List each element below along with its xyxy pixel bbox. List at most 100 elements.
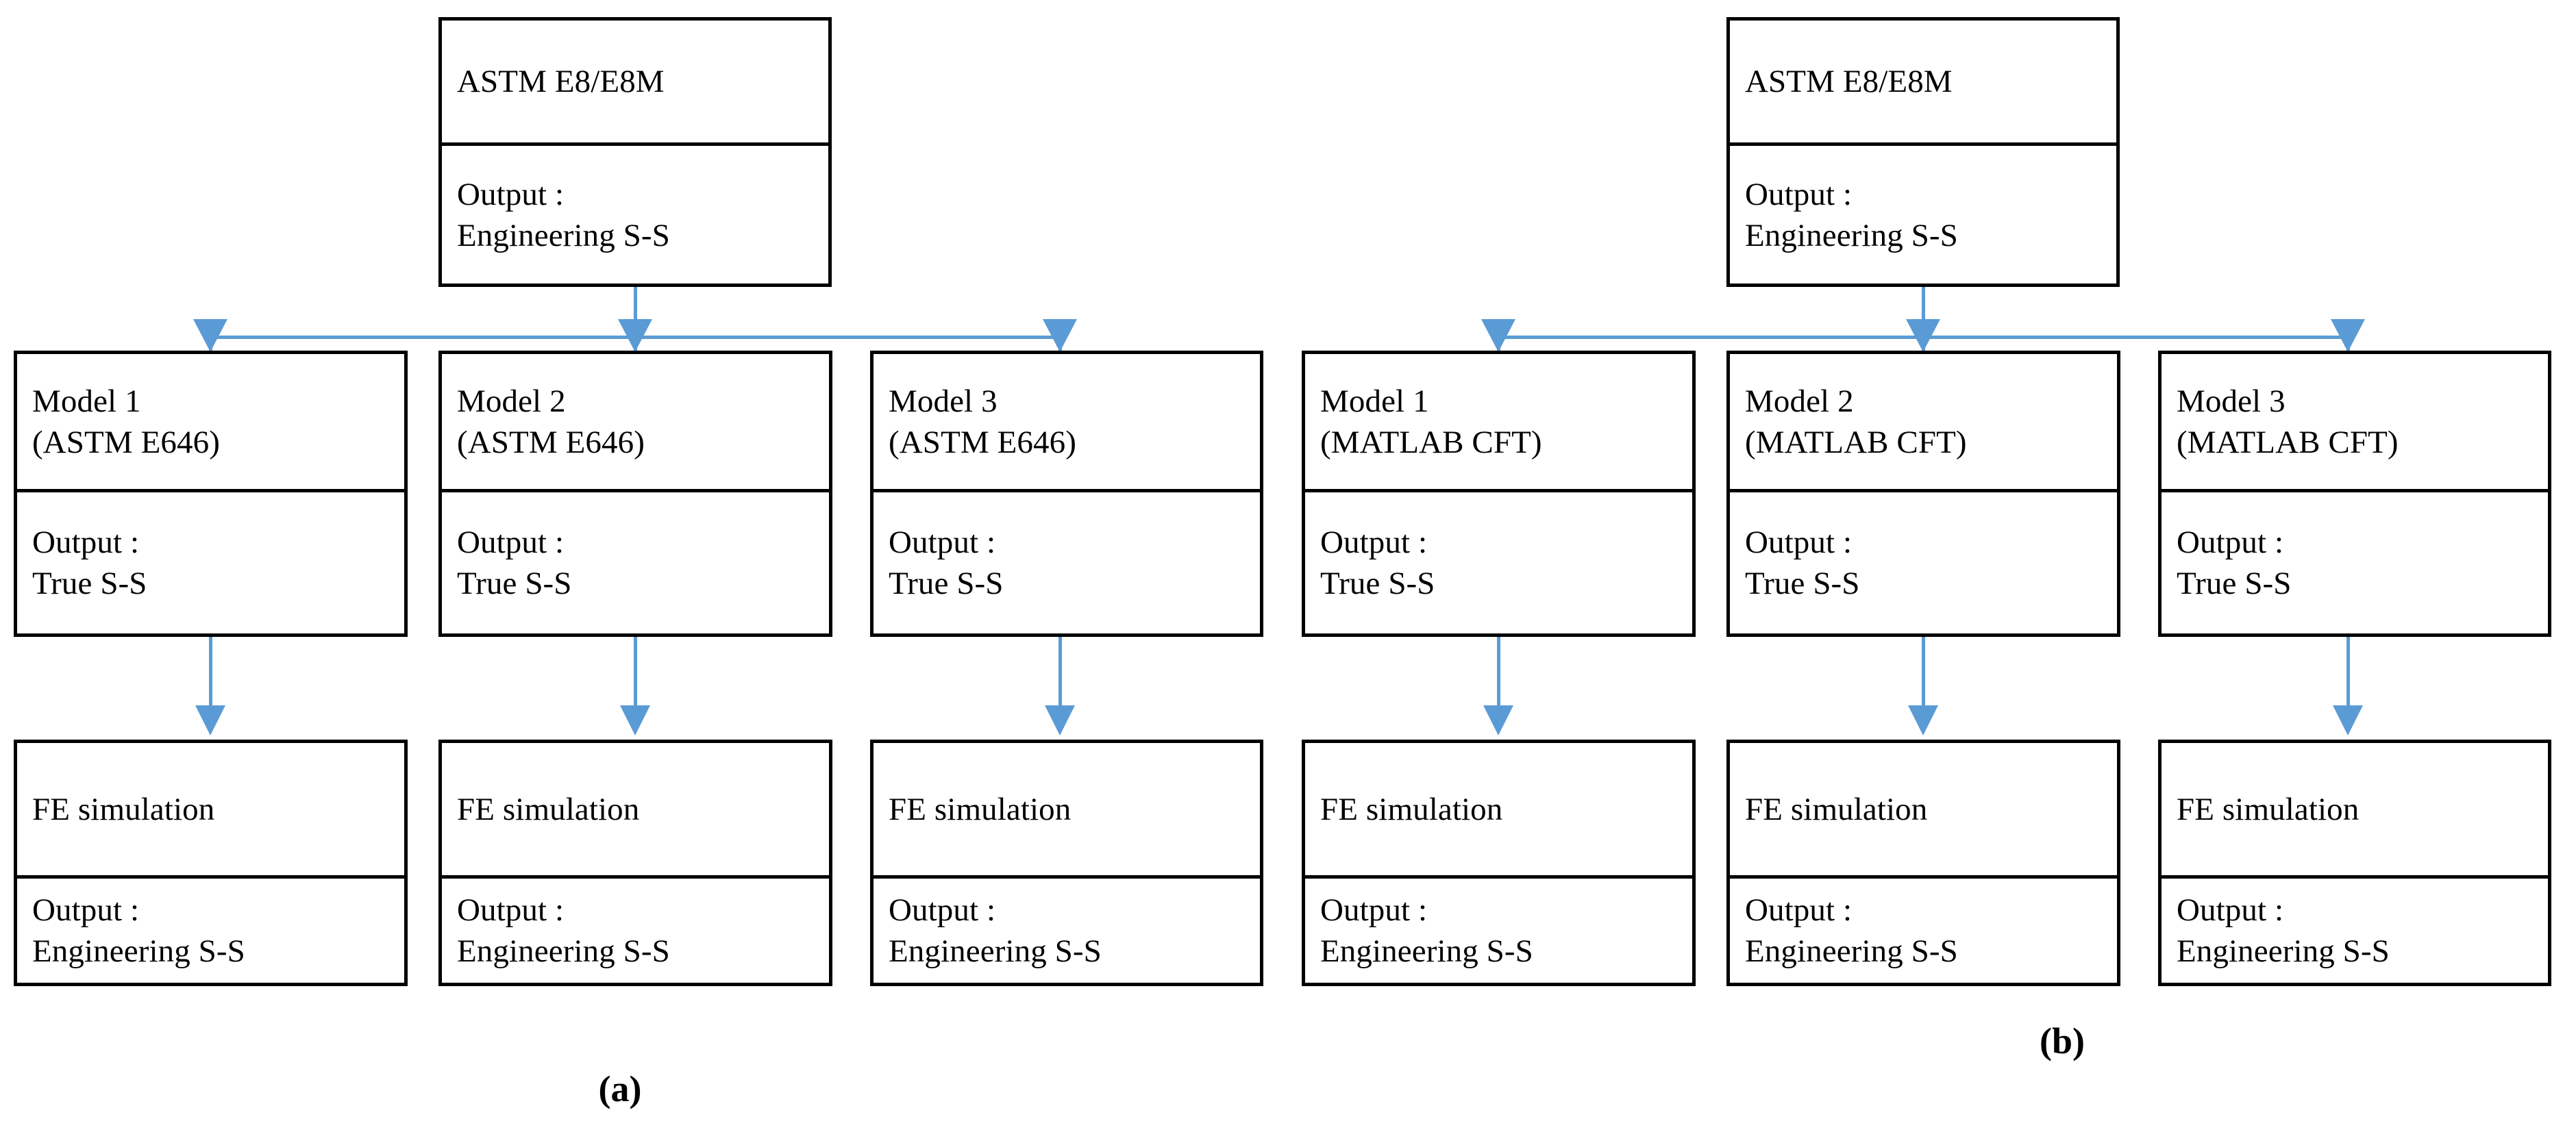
model-node-b-3-method: (MATLAB CFT) xyxy=(2177,424,2399,460)
model-node-a-2-body: Output : True S-S xyxy=(442,492,829,633)
source-node-b-head: ASTM E8/E8M xyxy=(1730,21,2116,146)
model-node-b-2-output-label: Output : xyxy=(1745,525,1853,560)
fe-node-b-1-output-label: Output : xyxy=(1320,892,1428,928)
fe-node-a-1: FE simulation Output : Engineering S-S xyxy=(14,740,408,986)
model-node-a-2-output-label: Output : xyxy=(457,525,565,560)
model-node-b-2-title: Model 2 xyxy=(1745,381,2102,422)
model-node-a-1-head: Model 1 (ASTM E646) xyxy=(17,354,404,492)
model-node-b-2-method: (MATLAB CFT) xyxy=(1745,424,1967,460)
flow-arrow-a-3-head xyxy=(1045,705,1075,735)
model-node-b-2-output-value: True S-S xyxy=(1745,566,1860,601)
flow-arrow-b-1-line xyxy=(1497,637,1500,714)
model-node-a-3-title: Model 3 xyxy=(889,381,1245,422)
model-node-b-1-index: 1 xyxy=(1413,383,1429,419)
flow-arrow-a-2-head xyxy=(620,705,650,735)
model-node-a-2-title: Model 2 xyxy=(457,381,814,422)
branch-arrowhead-a-3 xyxy=(1043,319,1077,352)
model-node-a-3-output-label: Output : xyxy=(889,525,996,560)
fe-node-a-2: FE simulation Output : Engineering S-S xyxy=(438,740,832,986)
fe-node-a-2-title: FE simulation xyxy=(457,791,640,827)
fe-node-b-1-body: Output : Engineering S-S xyxy=(1305,879,1692,983)
flow-arrow-b-3-line xyxy=(2346,637,2350,714)
flow-arrow-b-1-head xyxy=(1483,705,1513,735)
model-node-b-3-index: 3 xyxy=(2269,383,2286,419)
fe-node-a-1-body: Output : Engineering S-S xyxy=(17,879,404,983)
model-node-a-2: Model 2 (ASTM E646) Output : True S-S xyxy=(438,351,832,637)
model-node-b-3-name: Model xyxy=(2177,383,2262,419)
source-node-a: ASTM E8/E8M Output : Engineering S-S xyxy=(438,17,832,287)
fe-node-a-1-title: FE simulation xyxy=(32,791,215,827)
source-node-b-output-label: Output : xyxy=(1745,176,1853,212)
panel-a-caption: (a) xyxy=(598,1068,642,1109)
source-node-a-title: ASTM E8/E8M xyxy=(457,64,665,99)
fe-node-b-3-title: FE simulation xyxy=(2177,791,2360,827)
model-node-b-1-name: Model xyxy=(1320,383,1405,419)
source-node-a-body: Output : Engineering S-S xyxy=(442,146,828,284)
model-node-b-3-body: Output : True S-S xyxy=(2162,492,2548,633)
model-node-a-2-head: Model 2 (ASTM E646) xyxy=(442,354,829,492)
model-node-a-3-output-value: True S-S xyxy=(889,566,1004,601)
source-node-b-body: Output : Engineering S-S xyxy=(1730,146,2116,284)
flow-arrow-a-1-head xyxy=(195,705,225,735)
model-node-a-2-index: 2 xyxy=(549,383,566,419)
panel-b: ASTM E8/E8M Output : Engineering S-S Mod… xyxy=(1288,0,2576,1145)
model-node-a-1-body: Output : True S-S xyxy=(17,492,404,633)
fe-node-a-1-output-value: Engineering S-S xyxy=(32,933,245,969)
fe-node-a-2-output-value: Engineering S-S xyxy=(457,933,670,969)
branch-stem-a xyxy=(634,287,637,338)
model-node-a-2-output-value: True S-S xyxy=(457,566,572,601)
fe-node-b-2: FE simulation Output : Engineering S-S xyxy=(1726,740,2120,986)
source-node-b-title: ASTM E8/E8M xyxy=(1745,64,1953,99)
model-node-a-1-index: 1 xyxy=(125,383,141,419)
fe-node-b-2-output-label: Output : xyxy=(1745,892,1853,928)
model-node-a-3-head: Model 3 (ASTM E646) xyxy=(874,354,1260,492)
model-node-a-1-output-value: True S-S xyxy=(32,566,147,601)
model-node-b-1-output-label: Output : xyxy=(1320,525,1428,560)
model-node-b-1-head: Model 1 (MATLAB CFT) xyxy=(1305,354,1692,492)
fe-node-b-3-head: FE simulation xyxy=(2162,743,2548,879)
fe-node-b-3-output-value: Engineering S-S xyxy=(2177,933,2390,969)
fe-node-b-2-head: FE simulation xyxy=(1730,743,2117,879)
model-node-a-3-name: Model xyxy=(889,383,974,419)
flow-arrow-b-2-head xyxy=(1908,705,1938,735)
flow-arrow-b-2-line xyxy=(1922,637,1925,714)
model-node-b-1-method: (MATLAB CFT) xyxy=(1320,424,1542,460)
model-node-b-3-title: Model 3 xyxy=(2177,381,2533,422)
flow-arrow-b-3-head xyxy=(2333,705,2363,735)
fe-node-b-1-output-value: Engineering S-S xyxy=(1320,933,1533,969)
fe-node-b-1-head: FE simulation xyxy=(1305,743,1692,879)
fe-node-a-1-output-label: Output : xyxy=(32,892,140,928)
source-node-a-head: ASTM E8/E8M xyxy=(442,21,828,146)
fe-node-a-3-head: FE simulation xyxy=(874,743,1260,879)
fe-node-b-3-body: Output : Engineering S-S xyxy=(2162,879,2548,983)
panel-a: ASTM E8/E8M Output : Engineering S-S Mod… xyxy=(14,17,1263,1109)
model-node-b-2: Model 2 (MATLAB CFT) Output : True S-S xyxy=(1726,351,2120,637)
model-node-b-3-head: Model 3 (MATLAB CFT) xyxy=(2162,354,2548,492)
model-node-b-2-name: Model xyxy=(1745,383,1830,419)
model-node-b-1-body: Output : True S-S xyxy=(1305,492,1692,633)
fe-node-b-1: FE simulation Output : Engineering S-S xyxy=(1302,740,1696,986)
model-node-b-1-output-value: True S-S xyxy=(1320,566,1435,601)
model-node-a-1: Model 1 (ASTM E646) Output : True S-S xyxy=(14,351,408,637)
model-node-a-3-index: 3 xyxy=(981,383,998,419)
flow-arrow-a-3-line xyxy=(1058,637,1062,714)
branch-stem-b xyxy=(1922,287,1925,338)
fe-node-a-3-body: Output : Engineering S-S xyxy=(874,879,1260,983)
model-node-a-2-method: (ASTM E646) xyxy=(457,424,645,460)
branch-arrowhead-b-2 xyxy=(1906,319,1940,352)
model-node-b-2-index: 2 xyxy=(1837,383,1854,419)
branch-arrowhead-a-2 xyxy=(618,319,652,352)
model-node-a-1-name: Model xyxy=(32,383,117,419)
fe-node-b-3-output-label: Output : xyxy=(2177,892,2284,928)
model-node-a-1-method: (ASTM E646) xyxy=(32,424,220,460)
fe-node-a-3-output-value: Engineering S-S xyxy=(889,933,1102,969)
model-node-b-3-output-label: Output : xyxy=(2177,525,2284,560)
model-node-a-3-method: (ASTM E646) xyxy=(889,424,1076,460)
branch-arrowhead-b-3 xyxy=(2331,319,2365,352)
fe-node-a-2-body: Output : Engineering S-S xyxy=(442,879,829,983)
fe-node-b-3: FE simulation Output : Engineering S-S xyxy=(2158,740,2551,986)
source-node-a-output-value: Engineering S-S xyxy=(457,217,670,253)
flow-arrow-a-2-line xyxy=(634,637,637,714)
panel-b-caption: (b) xyxy=(2040,1020,2085,1061)
